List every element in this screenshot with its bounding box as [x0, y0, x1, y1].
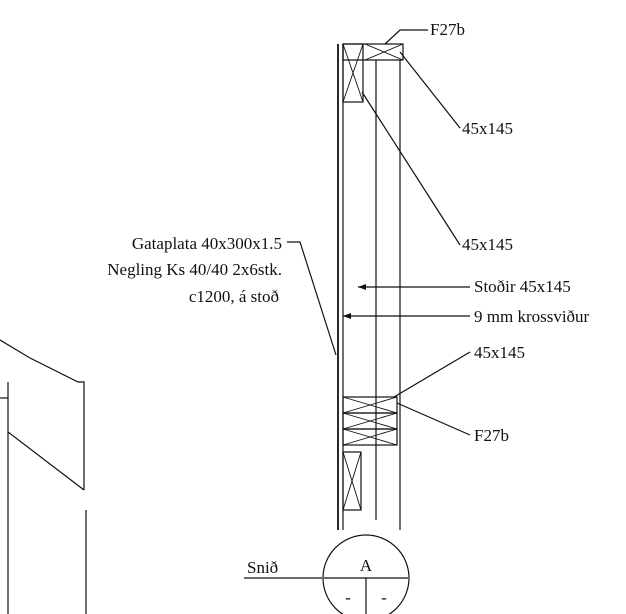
label-45x145-lower: 45x145 — [474, 343, 525, 362]
label-c1200: c1200, á stoð — [189, 287, 279, 306]
section-letter: A — [360, 556, 373, 575]
label-stodir: Stoðir 45x145 — [474, 277, 571, 296]
leader-lines — [287, 29, 471, 436]
label-45x145-mid: 45x145 — [462, 235, 513, 254]
section-right-mark: - — [381, 588, 387, 607]
label-gataplata: Gataplata 40x300x1.5 — [132, 234, 282, 253]
label-krossvidur: 9 mm krossviður — [474, 307, 590, 326]
label-f27b-bottom: F27b — [474, 426, 509, 445]
left-detail — [0, 339, 87, 614]
section-left-mark: - — [345, 588, 351, 607]
section-title: Snið — [247, 558, 278, 577]
label-f27b-top: F27b — [430, 20, 465, 39]
label-45x145-top: 45x145 — [462, 119, 513, 138]
label-negling: Negling Ks 40/40 2x6stk. — [107, 260, 282, 279]
wall-section — [337, 43, 404, 530]
section-marker: Snið A - - — [244, 534, 410, 614]
